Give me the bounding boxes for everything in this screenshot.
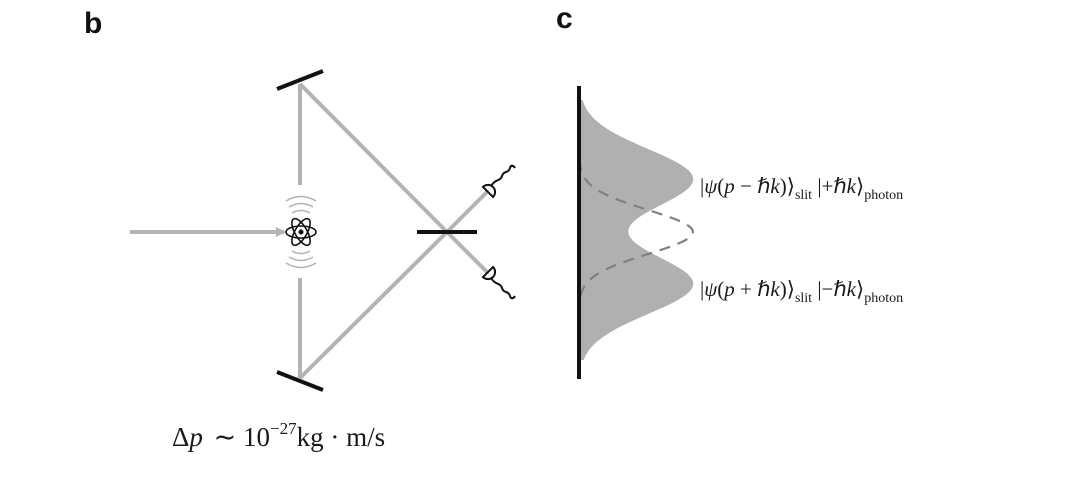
panel-b: b [84, 7, 516, 452]
output-beam-upper [445, 187, 492, 234]
atom-icon [285, 217, 317, 247]
lower-state-label: |ψ(p + ℏk)⟩slit |−ℏk⟩photon [700, 277, 903, 306]
lower-mirror [276, 370, 324, 392]
caption-delta-p: Δp [172, 422, 203, 452]
panel-c-label: c [556, 2, 573, 35]
dashed-interference-curve [578, 159, 695, 305]
upper-mirror [276, 69, 324, 91]
upper-diagonal-beam [298, 82, 449, 234]
emission-arcs-icon [285, 195, 317, 269]
upper-detector-icon [481, 164, 516, 199]
panel-c: c |ψ(p − ℏk)⟩slit |+ℏk⟩photon |ψ(p + ℏk)… [556, 2, 903, 379]
lower-detector-icon [481, 265, 516, 300]
upper-state-label: |ψ(p − ℏk)⟩slit |+ℏk⟩photon [700, 174, 903, 203]
lower-diagonal-beam [298, 230, 449, 380]
momentum-kick-caption: Δp ∼ 10−27kg · m/s [172, 419, 385, 452]
output-beam-lower [445, 230, 492, 277]
double-gaussian-wavefunction [579, 100, 694, 360]
panel-b-label: b [84, 7, 102, 40]
